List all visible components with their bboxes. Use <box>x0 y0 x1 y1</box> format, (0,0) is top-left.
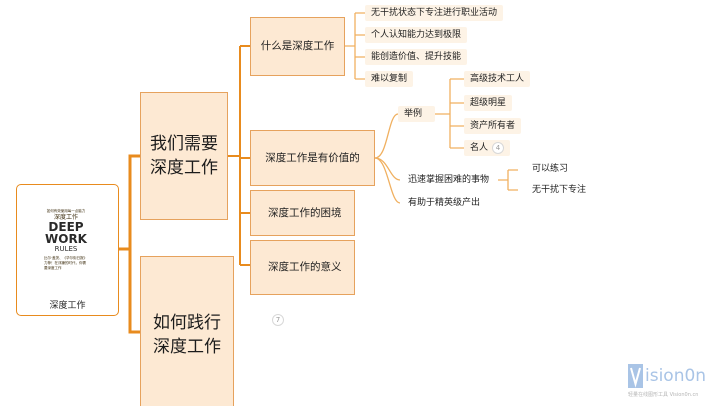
watermark-brand: ision0n <box>645 366 707 386</box>
branch-practice-label: 如何践行 深度工作 <box>153 313 221 357</box>
connector-examples-children <box>435 78 464 149</box>
book-title-line-3: RULES <box>54 245 78 253</box>
topic-what-label: 什么是深度工作 <box>260 40 335 52</box>
examples-child[interactable]: 高级技术工人 <box>464 71 531 87</box>
what-item[interactable]: 能创造价值、提升技能 <box>365 49 468 65</box>
examples-child[interactable]: 超级明星 <box>464 95 513 111</box>
book-title-line-2: WORK <box>45 232 87 246</box>
watermark-sub: 轻量在线图形工具 Vision0n.cn <box>628 392 699 398</box>
book-cn-title: 深度工作 <box>53 214 78 221</box>
connector-need-topics <box>228 45 250 266</box>
book-top-text: 如何有效使用每一点脑力 <box>46 209 86 213</box>
what-item[interactable]: 个人认知能力达到极限 <box>365 27 468 43</box>
root-node[interactable] <box>16 184 119 316</box>
topic-meaning-label: 深度工作的意义 <box>268 261 342 273</box>
topic-meaning-count-badge[interactable]: 7 <box>272 314 284 326</box>
what-item[interactable]: 难以复制 <box>365 71 414 87</box>
branch-practice[interactable] <box>140 256 234 406</box>
examples-child-label: 名人 <box>470 143 489 153</box>
what-item[interactable]: 无干扰状态下专注进行职业活动 <box>365 5 504 21</box>
branch-need[interactable] <box>140 92 228 220</box>
connector-master-children <box>498 169 518 191</box>
root-label: 深度工作 <box>49 301 86 311</box>
value-examples[interactable]: 举例 <box>398 106 435 122</box>
topic-meaning[interactable]: 深度工作的意义 7 <box>250 240 355 326</box>
connector-what-items <box>345 12 365 80</box>
value-elite[interactable]: 有助于精英级产出 <box>408 198 481 208</box>
connector-value-examples <box>374 113 399 159</box>
topic-what[interactable]: 什么是深度工作 <box>250 17 345 76</box>
topic-value[interactable]: 深度工作是有价值的 <box>250 130 375 186</box>
topic-difficulty-label: 深度工作的困境 <box>268 207 342 219</box>
book-cover-text: 如何有效使用每一点脑力 深度工作 DEEP WORK RULES 比尔·盖茨、《… <box>41 207 91 284</box>
master-child[interactable]: 可以练习 <box>532 164 569 174</box>
topic-value-label: 深度工作是有价值的 <box>265 152 360 164</box>
examples-child[interactable]: 资产所有者 <box>464 118 522 134</box>
connector-value-elite <box>374 157 401 204</box>
celebrity-count-badge[interactable]: 4 <box>492 141 505 154</box>
value-master[interactable]: 迅速掌握困难的事物 <box>408 175 490 185</box>
book-title-line-1: DEEP <box>48 220 84 234</box>
connector-root-practice <box>128 249 140 334</box>
book-desc: 比尔·盖茨、《华尔街日报》力荐！在浮躁的时代，你需要深度工作 <box>44 256 88 270</box>
topic-difficulty[interactable]: 深度工作的困境5 <box>250 190 355 263</box>
watermark-logo-v <box>630 367 641 388</box>
connector-root-need <box>118 154 140 251</box>
master-child[interactable]: 无干扰下专注 <box>532 185 587 195</box>
branch-need-label: 我们需要 深度工作 <box>150 134 218 178</box>
